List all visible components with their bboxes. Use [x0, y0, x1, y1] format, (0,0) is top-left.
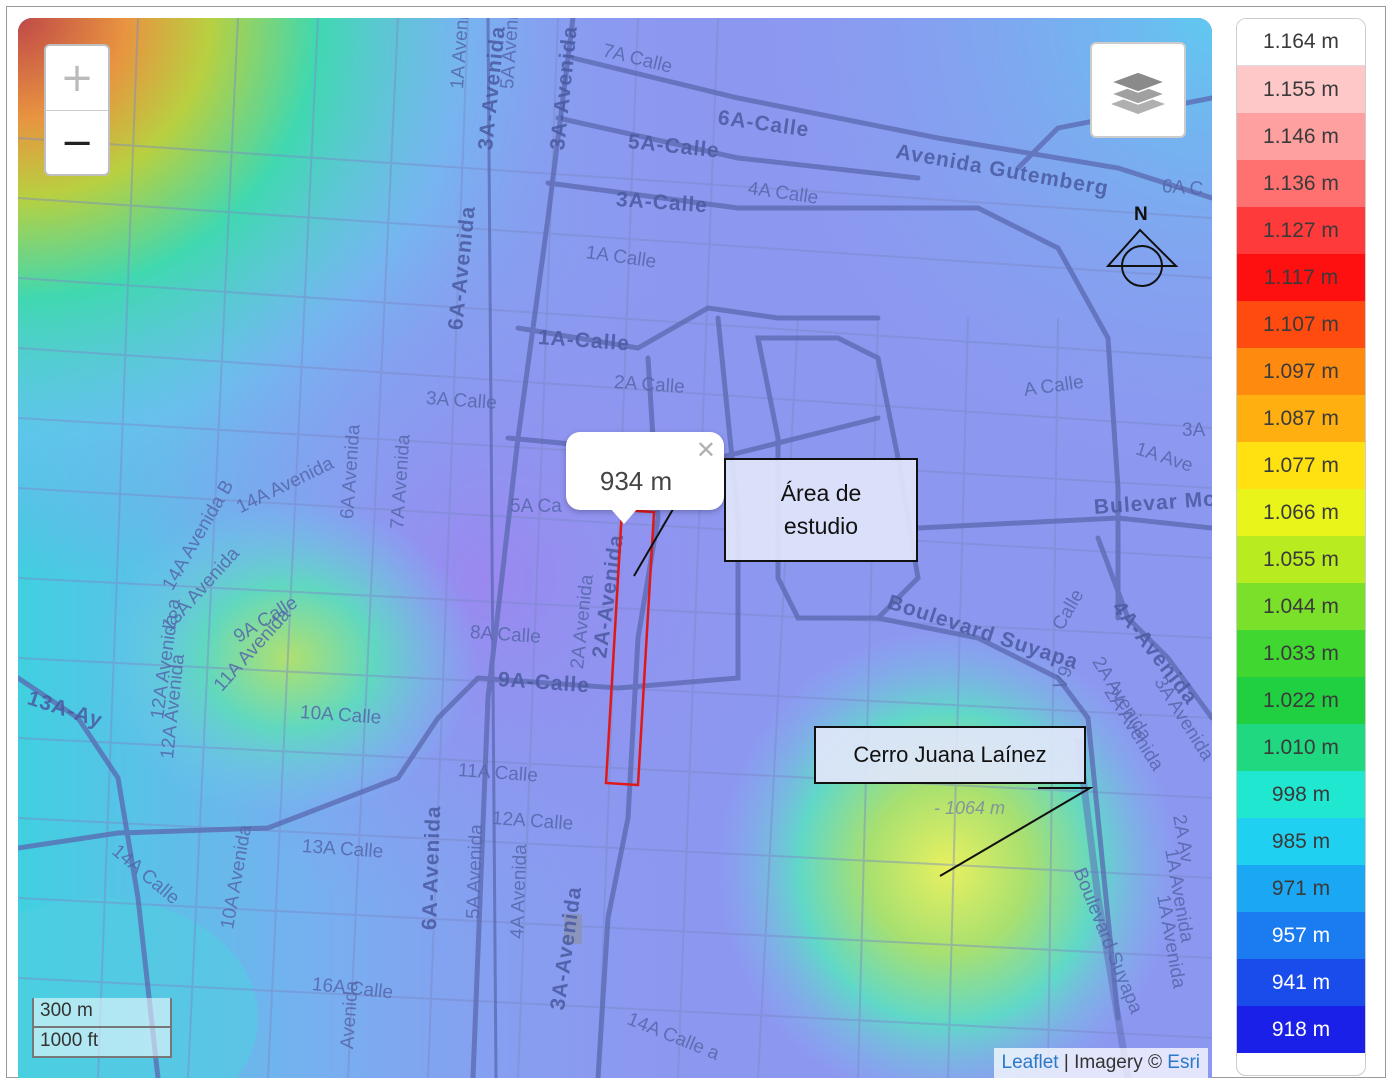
- legend-row: 1.044 m: [1237, 583, 1365, 630]
- legend-row: 1.077 m: [1237, 442, 1365, 489]
- popup-tip: [610, 508, 638, 524]
- legend-row: 985 m: [1237, 818, 1365, 865]
- legend-row: 1.164 m: [1237, 19, 1365, 66]
- legend-row: 1.022 m: [1237, 677, 1365, 724]
- esri-link[interactable]: Esri: [1167, 1052, 1200, 1073]
- scale-bar: 300 m 1000 ft: [32, 998, 172, 1058]
- leaflet-link[interactable]: Leaflet: [1001, 1052, 1059, 1073]
- scale-imperial: 1000 ft: [32, 1028, 172, 1058]
- compass-north-label: N: [1134, 204, 1148, 225]
- legend-row: 1.010 m: [1237, 724, 1365, 771]
- legend-row: 1.097 m: [1237, 348, 1365, 395]
- close-icon[interactable]: ✕: [695, 437, 716, 464]
- legend-row: 1.127 m: [1237, 207, 1365, 254]
- street-label: 3A: [1182, 420, 1206, 441]
- hill-leader-line: [939, 787, 1094, 877]
- legend-row: 941 m: [1237, 959, 1365, 1006]
- legend-row: 1.136 m: [1237, 160, 1365, 207]
- elevation-popup: 934 m ✕: [566, 432, 724, 524]
- layers-icon: [1108, 71, 1168, 114]
- popup-elevation-value: 934 m: [599, 465, 673, 496]
- zoom-in-button[interactable]: +: [46, 46, 108, 111]
- legend-row: 918 m: [1237, 1006, 1365, 1053]
- legend-row: 1.033 m: [1237, 630, 1365, 677]
- legend-row: 1.146 m: [1237, 113, 1365, 160]
- legend-row: 1.087 m: [1237, 395, 1365, 442]
- north-arrow: N: [1105, 204, 1198, 305]
- map-attribution: Leaflet | Imagery © Esri: [993, 1048, 1208, 1078]
- elevation-map[interactable]: 7A Calle 6A-Calle 5A-Calle Avenida Gutem…: [18, 18, 1212, 1078]
- annotation-overlay: [604, 479, 1094, 877]
- legend-row: 1.107 m: [1237, 301, 1365, 348]
- legend-row: 971 m: [1237, 865, 1365, 912]
- study-area-callout: Área de estudio: [724, 458, 918, 562]
- legend-row: 1.066 m: [1237, 489, 1365, 536]
- study-area-outline: [604, 508, 656, 787]
- legend-row: 1.155 m: [1237, 66, 1365, 113]
- attribution-separator: | Imagery ©: [1058, 1052, 1168, 1073]
- legend-row: 1.055 m: [1237, 536, 1365, 583]
- elevation-marker-label: - 1064 m: [934, 798, 1006, 818]
- legend-row: 998 m: [1237, 771, 1365, 818]
- compass-icon: N: [1105, 204, 1179, 287]
- zoom-out-button[interactable]: −: [60, 120, 94, 166]
- layers-button[interactable]: [1090, 42, 1186, 138]
- legend-row: 1.117 m: [1237, 254, 1365, 301]
- street-label: 5A Ca: [510, 496, 562, 517]
- legend-row: 957 m: [1237, 912, 1365, 959]
- hill-callout: Cerro Juana Laínez: [814, 726, 1086, 784]
- scale-metric: 300 m: [32, 998, 172, 1028]
- zoom-control: + −: [44, 44, 110, 176]
